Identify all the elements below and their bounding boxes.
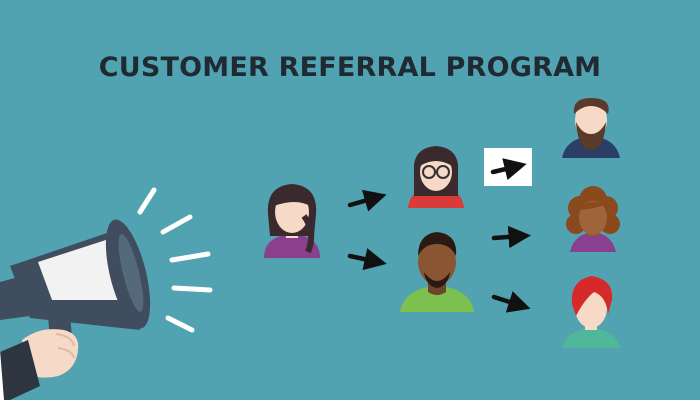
arrow-referrer-to-top <box>347 189 387 212</box>
referral-avatar-beard <box>562 98 620 158</box>
referrer-avatar <box>264 184 320 258</box>
arrow-man-to-curly <box>491 225 531 249</box>
arrow-referrer-to-bottom <box>347 248 387 271</box>
arrow-man-to-redhair <box>491 291 531 313</box>
megaphone-icon <box>0 187 213 400</box>
diagram-title: CUSTOMER REFERRAL PROGRAM <box>98 52 602 83</box>
flow-arrows <box>347 189 531 313</box>
referral-avatar-redhair <box>562 276 620 348</box>
referral-avatar-glasses <box>408 146 464 208</box>
referral-avatar-curly <box>566 186 620 252</box>
sound-waves <box>137 187 213 333</box>
boxed-arrow <box>484 148 532 186</box>
referral-avatar-man <box>400 232 474 312</box>
